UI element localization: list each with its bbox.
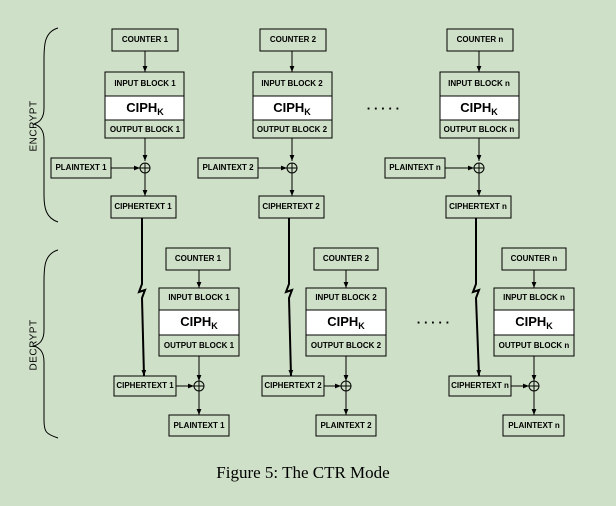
encrypt-input-block-n: INPUT BLOCK n (448, 79, 510, 88)
encrypt-counter-1: COUNTER 1 (122, 35, 169, 44)
decrypt-counter-2: COUNTER 2 (323, 254, 370, 263)
encrypt-ciph-n: CIPHK (460, 100, 498, 117)
encrypt-plaintext-2: PLAINTEXT 2 (202, 163, 254, 172)
decrypt-output-block-1: OUTPUT BLOCK 1 (164, 341, 235, 350)
encrypt-ciph-2: CIPHK (273, 100, 311, 117)
decrypt-plaintext-2: PLAINTEXT 2 (320, 421, 372, 430)
decrypt-output-block-2: OUTPUT BLOCK 2 (311, 341, 382, 350)
encrypt-counter-n-box (446, 28, 514, 52)
xor-icon (528, 380, 540, 392)
encrypt-label: ENCRYPT (29, 100, 40, 151)
decrypt-counter-1: COUNTER 1 (175, 254, 222, 263)
encrypt-output-block-n: OUTPUT BLOCK n (444, 125, 515, 134)
ciphertext-transfer-2 (284, 218, 294, 377)
xor-icon (286, 162, 298, 174)
xor-icon (139, 162, 151, 174)
encrypt-input-block-2: INPUT BLOCK 2 (261, 79, 323, 88)
encrypt-plaintext-n: PLAINTEXT n (389, 163, 441, 172)
encrypt-counter-n: COUNTER n (457, 35, 504, 44)
encrypt-counter-2: COUNTER 2 (270, 35, 317, 44)
xor-icon (340, 380, 352, 392)
encrypt-ciph-1: CIPHK (126, 100, 164, 117)
decrypt-plaintext-2-box (315, 414, 377, 437)
encrypt-column-n: COUNTER n INPUT BLOCK n CIPHK OUTPUT BLO… (384, 28, 520, 219)
decrypt-counter-n: COUNTER n (511, 254, 558, 263)
decrypt-ciphertext-1: CIPHERTEXT 1 (116, 381, 174, 390)
decrypt-label: DECRYPT (29, 319, 40, 370)
decrypt-ciph-1: CIPHK (180, 314, 218, 331)
encrypt-output-block-2: OUTPUT BLOCK 2 (257, 125, 328, 134)
decrypt-column-2: COUNTER 2 INPUT BLOCK 2 CIPHK OUTPUT BLO… (261, 247, 387, 437)
encrypt-ellipsis: . . . . . (367, 97, 400, 112)
decrypt-ciph-n: CIPHK (515, 314, 553, 331)
encrypt-ciphertext-1: CIPHERTEXT 1 (114, 202, 172, 211)
encrypt-ciphertext-1-box (110, 195, 177, 219)
encrypt-ciph-box-n (439, 95, 520, 121)
decrypt-input-block-1: INPUT BLOCK 1 (168, 293, 230, 302)
decrypt-ciphertext-n: CIPHERTEXT n (451, 381, 509, 390)
encrypt-brace (32, 27, 59, 223)
xor-icon (473, 162, 485, 174)
encrypt-ciph-box-1 (104, 95, 185, 121)
encrypt-ciphertext-2-box (258, 195, 325, 219)
ciphertext-transfer-n (471, 218, 482, 377)
encrypt-ciph-box-2 (252, 95, 333, 121)
decrypt-ellipsis: . . . . . (417, 311, 450, 326)
decrypt-output-block-n: OUTPUT BLOCK n (499, 341, 570, 350)
encrypt-ciphertext-2: CIPHERTEXT 2 (262, 202, 320, 211)
decrypt-input-block-n: INPUT BLOCK n (503, 293, 565, 302)
decrypt-plaintext-n-box (502, 414, 565, 437)
encrypt-input-block-1: INPUT BLOCK 1 (114, 79, 176, 88)
encrypt-plaintext-1: PLAINTEXT 1 (55, 163, 107, 172)
decrypt-input-block-2: INPUT BLOCK 2 (315, 293, 377, 302)
xor-icon (193, 380, 205, 392)
decrypt-column-1: COUNTER 1 INPUT BLOCK 1 CIPHK OUTPUT BLO… (113, 247, 240, 437)
decrypt-plaintext-1-box (168, 414, 230, 437)
encrypt-column-1: COUNTER 1 INPUT BLOCK 1 CIPHK OUTPUT BLO… (50, 28, 185, 219)
decrypt-brace (32, 249, 59, 439)
encrypt-counter-2-box (259, 28, 327, 52)
decrypt-ciphertext-2: CIPHERTEXT 2 (264, 381, 322, 390)
encrypt-column-2: COUNTER 2 INPUT BLOCK 2 CIPHK OUTPUT BLO… (197, 28, 333, 219)
encrypt-output-block-1: OUTPUT BLOCK 1 (110, 125, 181, 134)
figure-caption: Figure 5: The CTR Mode (216, 463, 389, 482)
decrypt-counter-1-box (165, 247, 231, 271)
decrypt-ciph-box-1 (158, 309, 240, 336)
decrypt-column-n: COUNTER n INPUT BLOCK n CIPHK OUTPUT BLO… (448, 247, 575, 437)
decrypt-ciph-box-n (493, 309, 575, 336)
decrypt-plaintext-n: PLAINTEXT n (508, 421, 560, 430)
decrypt-ciph-2: CIPHK (327, 314, 365, 331)
encrypt-ciphertext-n: CIPHERTEXT n (449, 202, 507, 211)
ciphertext-transfer-1 (137, 218, 147, 377)
encrypt-ciphertext-n-box (445, 195, 512, 219)
decrypt-ciph-box-2 (305, 309, 387, 336)
decrypt-plaintext-1: PLAINTEXT 1 (173, 421, 225, 430)
